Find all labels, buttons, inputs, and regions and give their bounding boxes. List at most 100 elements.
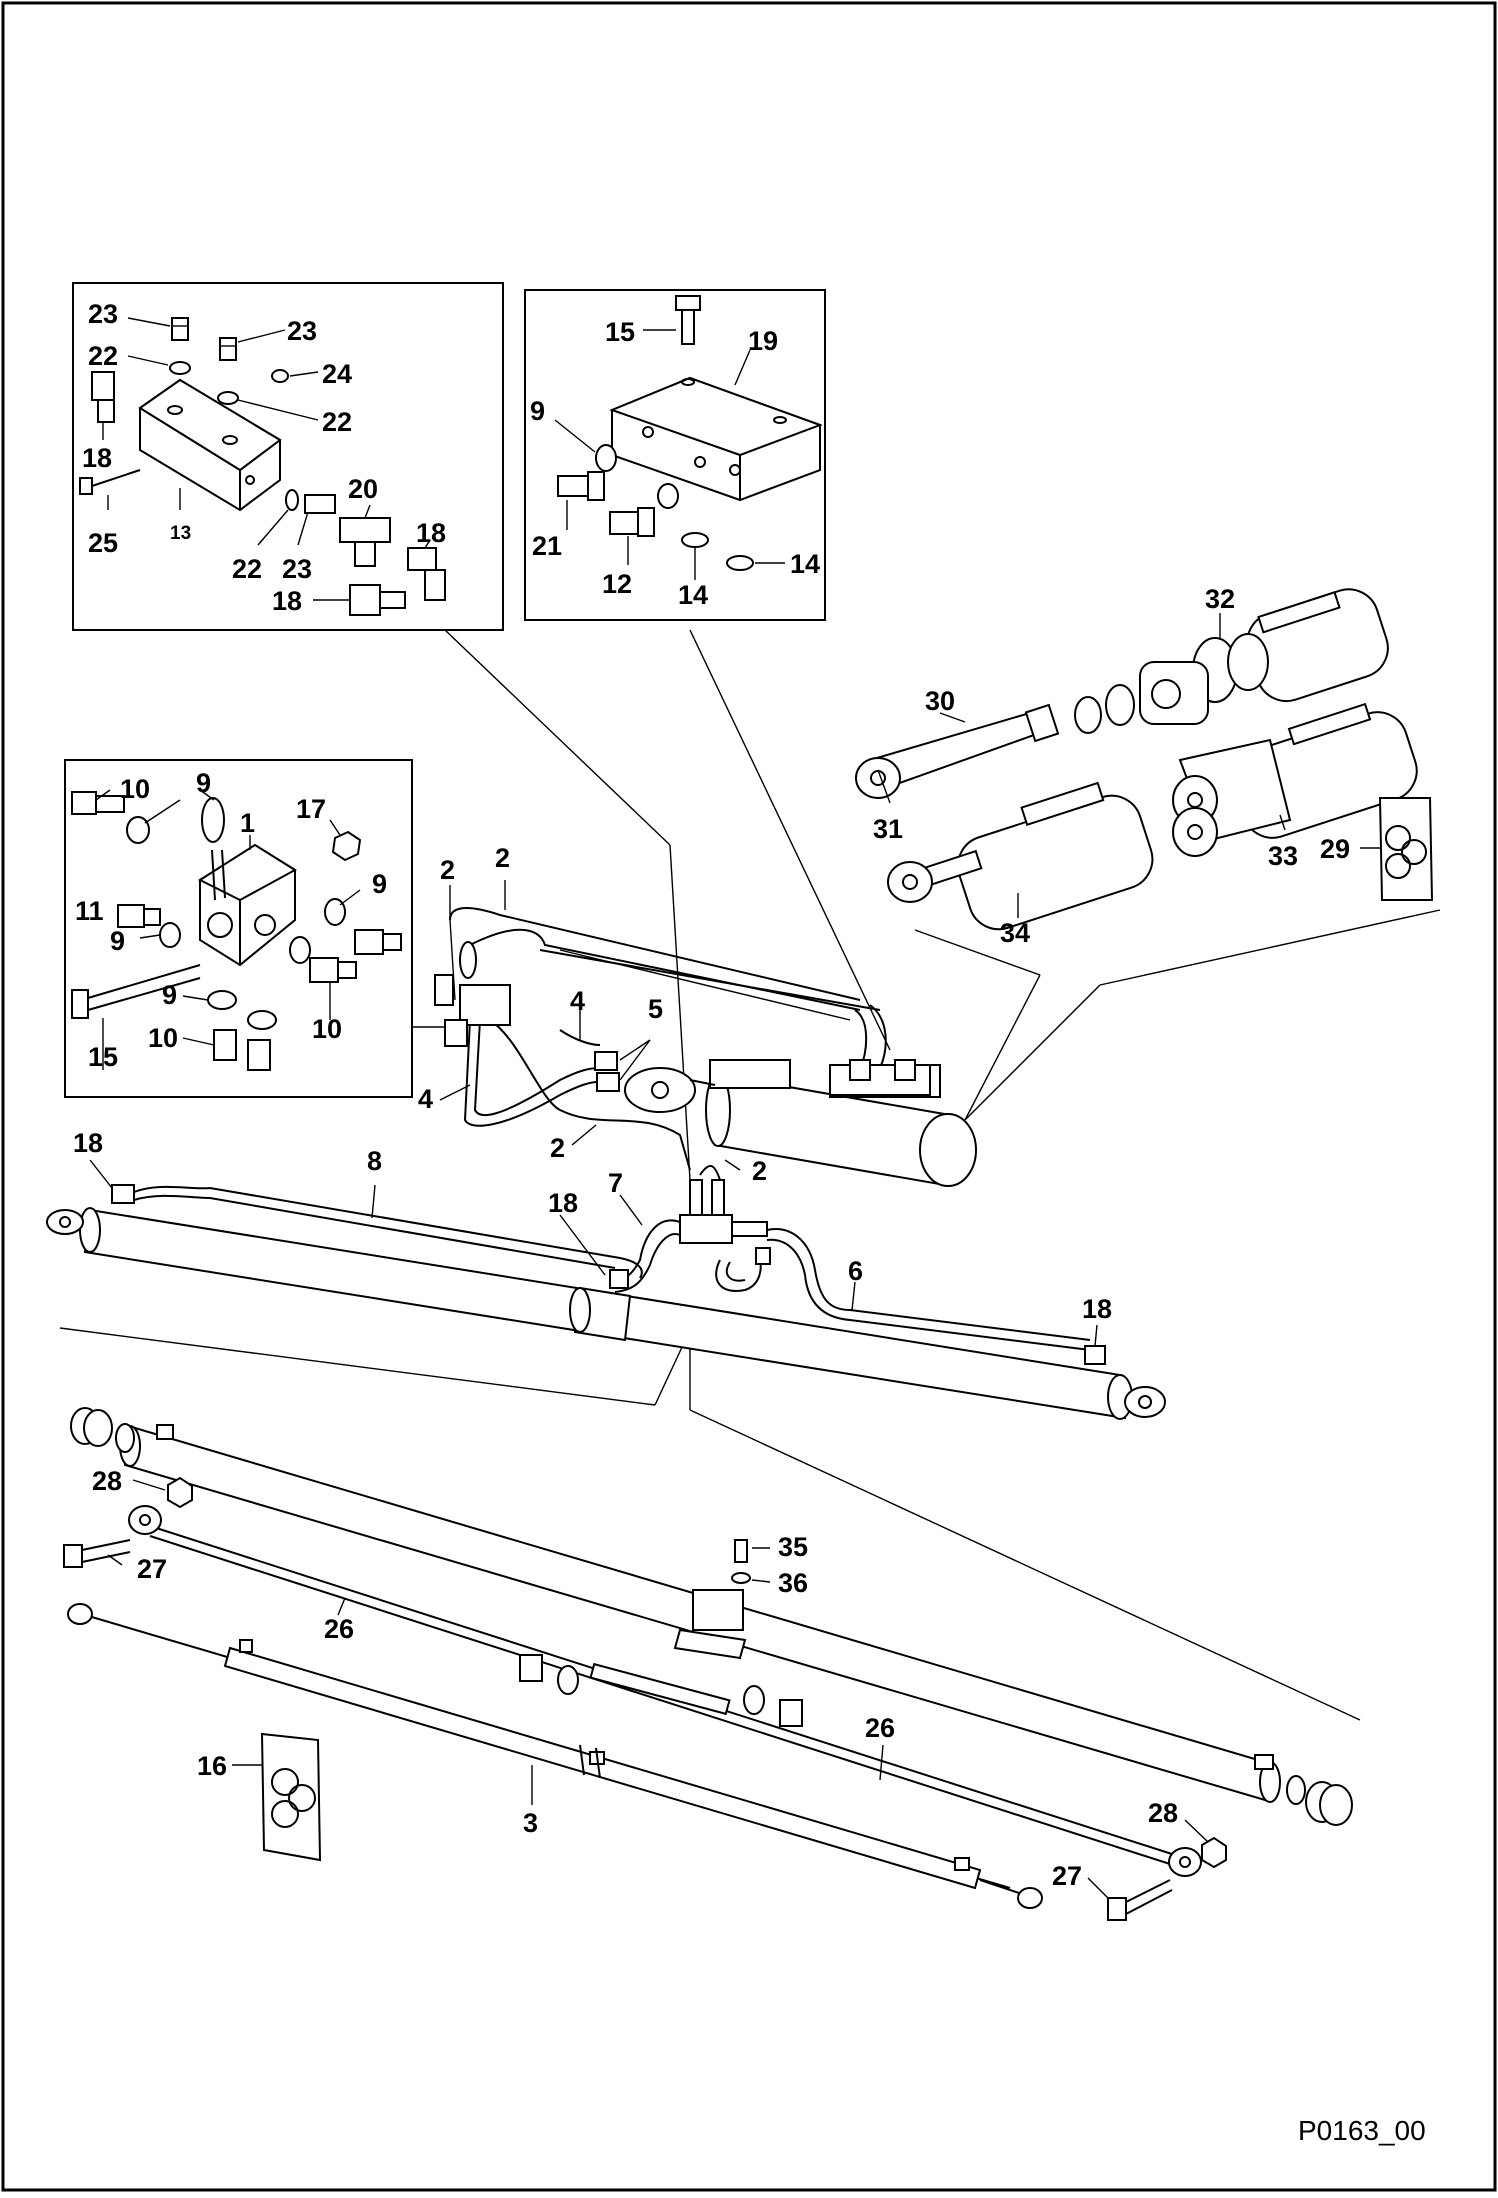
callout-35: 35 bbox=[778, 1532, 808, 1562]
plug-left bbox=[70, 1407, 135, 1453]
fitting-23-left bbox=[171, 317, 189, 341]
callout-9: 9 bbox=[110, 926, 125, 956]
washer-9-top bbox=[126, 816, 150, 844]
callout-25: 25 bbox=[88, 528, 118, 558]
elbow-18-right bbox=[407, 547, 446, 601]
washer-22-side bbox=[285, 489, 299, 511]
bolt-15-manifold bbox=[675, 295, 701, 345]
callout-22: 22 bbox=[232, 554, 262, 584]
nut-17 bbox=[331, 830, 362, 862]
washer-22-top bbox=[169, 361, 191, 375]
cylinder-manifold bbox=[829, 1059, 931, 1096]
elbow-18-left bbox=[91, 371, 115, 423]
callout-6: 6 bbox=[848, 1256, 863, 1286]
callout-labels: 23 23 22 24 22 18 13 25 20 18 22 23 18 1… bbox=[73, 299, 1426, 2146]
rod-end-gland bbox=[1074, 661, 1209, 734]
main-assembly bbox=[46, 907, 1166, 1420]
callout-2: 2 bbox=[440, 855, 455, 885]
callout-1: 1 bbox=[240, 808, 255, 838]
callout-3: 3 bbox=[523, 1808, 538, 1838]
plug-right bbox=[1286, 1775, 1353, 1826]
rod-30 bbox=[855, 703, 1060, 799]
callout-33: 33 bbox=[1268, 841, 1298, 871]
washer-bottom-2 bbox=[247, 1010, 277, 1030]
callout-12: 12 bbox=[602, 569, 632, 599]
callout-9: 9 bbox=[372, 869, 387, 899]
callout-36: 36 bbox=[778, 1568, 808, 1598]
washer-9-bottom bbox=[207, 990, 237, 1010]
callout-23: 23 bbox=[88, 299, 118, 329]
callout-28: 28 bbox=[92, 1466, 122, 1496]
callout-18: 18 bbox=[1082, 1294, 1112, 1324]
tee-block-7 bbox=[679, 1179, 768, 1244]
washer-9-mid-left bbox=[159, 922, 181, 948]
callout-18: 18 bbox=[548, 1188, 578, 1218]
callout-7: 7 bbox=[608, 1168, 623, 1198]
leaders-bottom bbox=[107, 1479, 1209, 1899]
long-cylinder bbox=[46, 1184, 1166, 1420]
callout-27: 27 bbox=[1052, 1861, 1082, 1891]
washer-manifold-2 bbox=[657, 483, 679, 509]
callout-14: 14 bbox=[790, 549, 820, 579]
callout-28: 28 bbox=[1148, 1798, 1178, 1828]
callout-31: 31 bbox=[873, 814, 903, 844]
callout-15: 15 bbox=[88, 1042, 118, 1072]
leaders-inset-2 bbox=[554, 329, 785, 580]
connector-lines bbox=[59, 629, 1441, 1721]
tee-20 bbox=[339, 517, 391, 567]
seal-kit-29 bbox=[1378, 797, 1434, 901]
callout-20: 20 bbox=[348, 474, 378, 504]
callout-18: 18 bbox=[73, 1128, 103, 1158]
leaders-inset-1 bbox=[102, 317, 431, 601]
leaders-middle bbox=[89, 613, 1382, 1347]
fitting-23-right bbox=[219, 337, 237, 361]
callout-10: 10 bbox=[148, 1023, 178, 1053]
adapter-23-side bbox=[304, 494, 336, 514]
manifold-block-19 bbox=[609, 376, 823, 502]
fitting-21 bbox=[557, 471, 605, 501]
fittings-5 bbox=[594, 1051, 620, 1092]
callout-29: 29 bbox=[1320, 834, 1350, 864]
tie-rod-3 bbox=[67, 1603, 1043, 1909]
bolt-27-right bbox=[1107, 1879, 1173, 1921]
cylinder-group-right bbox=[855, 588, 1434, 931]
callout-18: 18 bbox=[416, 518, 446, 548]
cylinder-34 bbox=[887, 781, 1154, 931]
bolt-15-valve bbox=[71, 964, 201, 1019]
oring-14-a bbox=[681, 532, 709, 548]
callout-4: 4 bbox=[418, 1084, 433, 1114]
callout-9: 9 bbox=[196, 768, 211, 798]
callout-17: 17 bbox=[296, 794, 326, 824]
oring-14-b bbox=[726, 555, 754, 571]
control-lever bbox=[201, 797, 226, 901]
callout-18: 18 bbox=[82, 443, 112, 473]
callout-9: 9 bbox=[162, 980, 177, 1010]
callout-23: 23 bbox=[287, 316, 317, 346]
valve-block-13 bbox=[138, 378, 282, 512]
callout-32: 32 bbox=[1205, 584, 1235, 614]
fitting-11 bbox=[117, 904, 161, 928]
callout-2: 2 bbox=[752, 1156, 767, 1186]
callout-15: 15 bbox=[605, 317, 635, 347]
callout-10: 10 bbox=[120, 774, 150, 804]
callout-16: 16 bbox=[197, 1751, 227, 1781]
fitting-10-top-left bbox=[71, 791, 125, 815]
nut-28-left bbox=[167, 1476, 193, 1509]
washer-9-right bbox=[324, 898, 346, 926]
fitting-10-right-top bbox=[354, 929, 402, 955]
callout-21: 21 bbox=[532, 531, 562, 561]
callout-19: 19 bbox=[748, 326, 778, 356]
threaded-rod bbox=[519, 1654, 803, 1727]
washer-22-right bbox=[217, 391, 239, 405]
callout-9: 9 bbox=[530, 396, 545, 426]
callout-30: 30 bbox=[925, 686, 955, 716]
main-control-valve bbox=[434, 941, 511, 1047]
inset-valve-block bbox=[72, 282, 504, 631]
fitting-10-right-bottom bbox=[309, 957, 357, 983]
callout-26: 26 bbox=[324, 1614, 354, 1644]
callout-2: 2 bbox=[495, 843, 510, 873]
callout-18: 18 bbox=[272, 586, 302, 616]
